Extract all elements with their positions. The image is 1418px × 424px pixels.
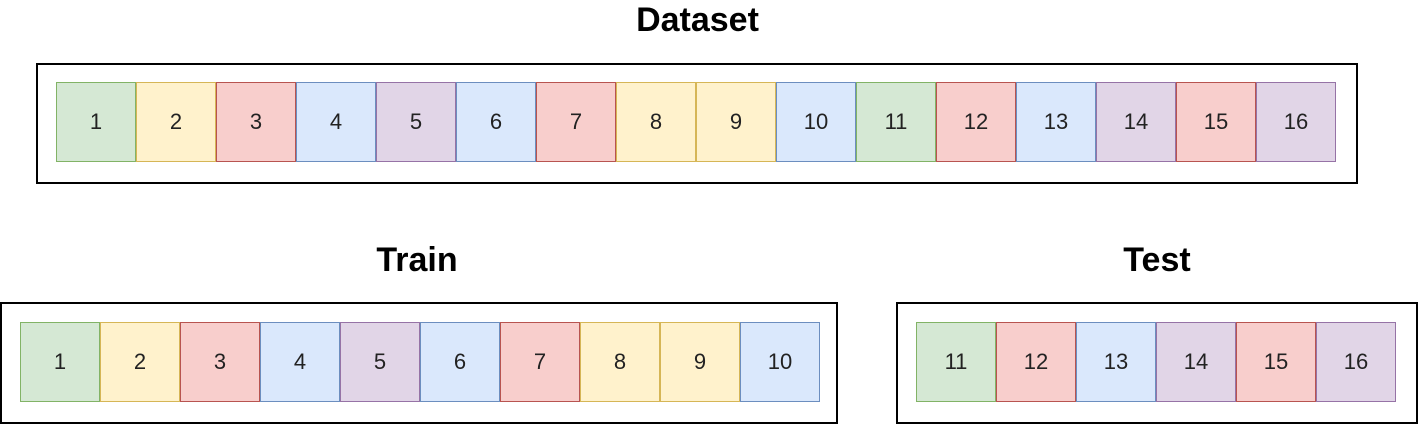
dataset-sample-12: 12: [936, 82, 1016, 162]
dataset-sample-16: 16: [1256, 82, 1336, 162]
dataset-sample-5: 5: [376, 82, 456, 162]
train-sample-2: 2: [100, 322, 180, 402]
test-sample-16: 16: [1316, 322, 1396, 402]
dataset-sample-13: 13: [1016, 82, 1096, 162]
train-sample-9: 9: [660, 322, 740, 402]
test-sample-14: 14: [1156, 322, 1236, 402]
dataset-sample-8: 8: [616, 82, 696, 162]
test-sample-11: 11: [916, 322, 996, 402]
dataset-sample-3: 3: [216, 82, 296, 162]
train-sample-1: 1: [20, 322, 100, 402]
dataset-sample-14: 14: [1096, 82, 1176, 162]
dataset-sample-11: 11: [856, 82, 936, 162]
dataset-sample-9: 9: [696, 82, 776, 162]
train-sample-5: 5: [340, 322, 420, 402]
train-title: Train: [376, 241, 458, 279]
train-sample-3: 3: [180, 322, 260, 402]
test-sample-13: 13: [1076, 322, 1156, 402]
dataset-sample-6: 6: [456, 82, 536, 162]
dataset-title: Dataset: [636, 1, 759, 39]
dataset-sample-2: 2: [136, 82, 216, 162]
dataset-sample-10: 10: [776, 82, 856, 162]
dataset-sample-1: 1: [56, 82, 136, 162]
train-sample-4: 4: [260, 322, 340, 402]
train-sample-6: 6: [420, 322, 500, 402]
test-title: Test: [1123, 241, 1191, 279]
test-sample-15: 15: [1236, 322, 1316, 402]
test-sample-12: 12: [996, 322, 1076, 402]
train-sample-10: 10: [740, 322, 820, 402]
train-sample-8: 8: [580, 322, 660, 402]
train-sample-7: 7: [500, 322, 580, 402]
dataset-sample-7: 7: [536, 82, 616, 162]
dataset-sample-15: 15: [1176, 82, 1256, 162]
dataset-sample-4: 4: [296, 82, 376, 162]
